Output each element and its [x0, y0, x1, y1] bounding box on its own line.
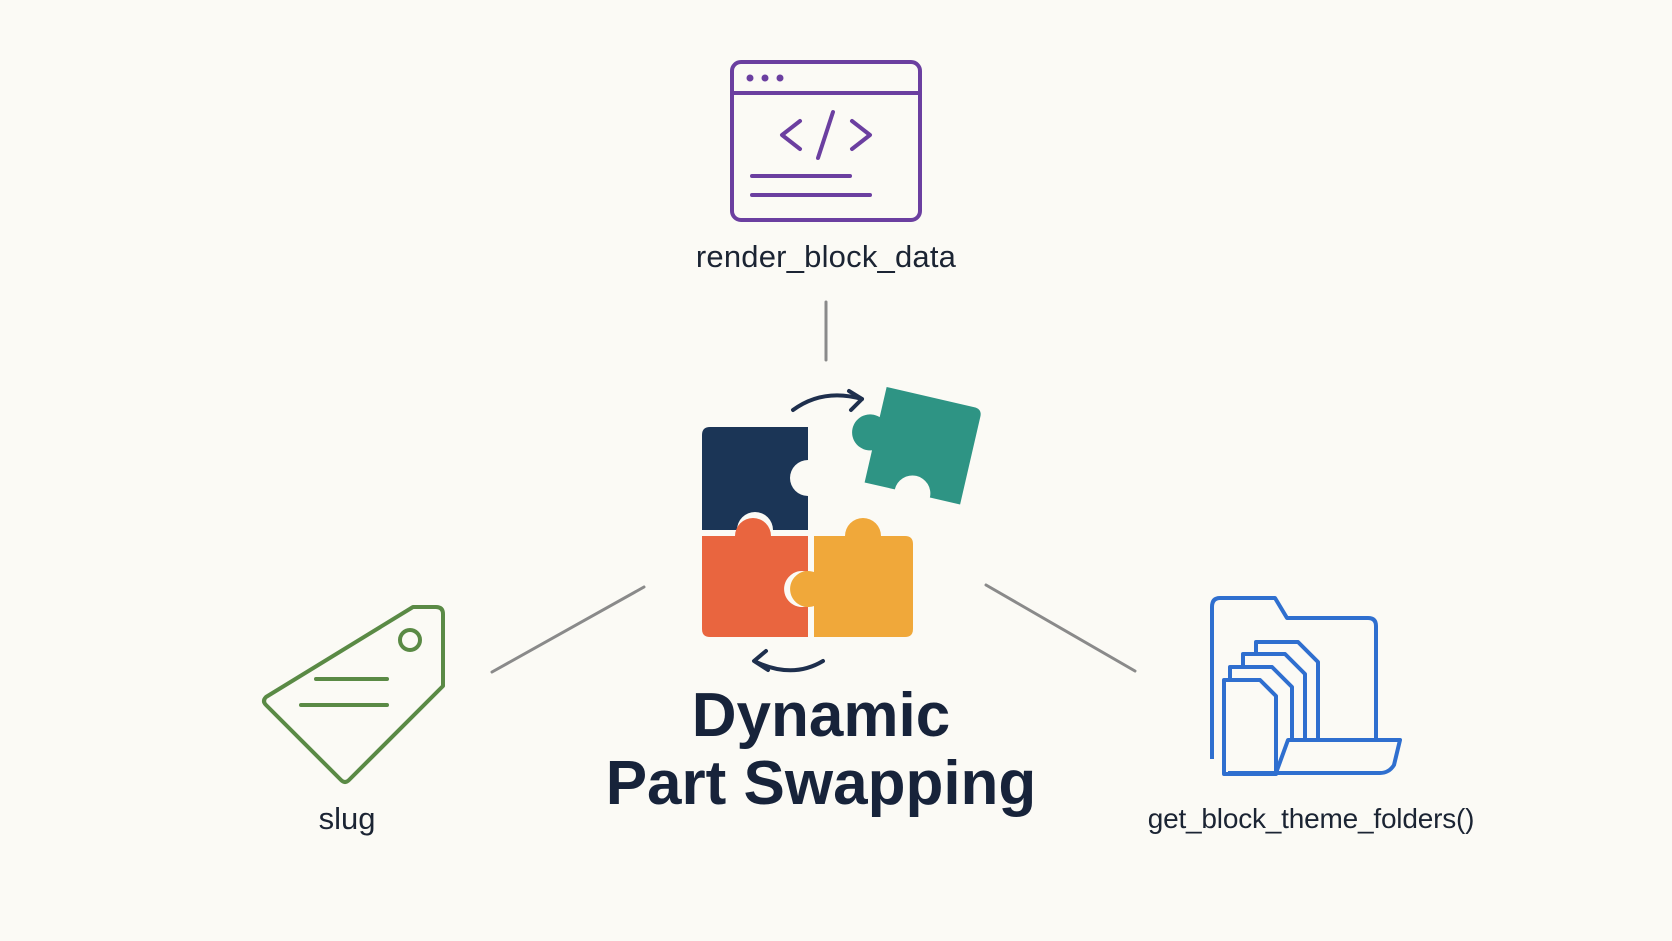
tag-icon	[262, 605, 445, 784]
connector-right	[984, 583, 1137, 673]
diagram-title-line-2: Part Swapping	[605, 749, 1037, 818]
puzzle-piece-yellow	[790, 518, 913, 637]
puzzle-piece-orange	[702, 518, 808, 637]
diagram-title: Dynamic Part Swapping	[606, 682, 1037, 818]
node-label-get-block-theme-folders: get_block_theme_folders()	[1147, 803, 1475, 834]
swap-arrows-icon	[752, 389, 864, 673]
puzzle-pieces-icon	[702, 386, 981, 673]
diagram-title-line-1: Dynamic	[691, 681, 951, 750]
folders-icon	[1210, 596, 1402, 776]
connector-left	[490, 585, 646, 674]
puzzle-piece-teal	[852, 386, 981, 505]
node-label-slug: slug	[318, 801, 376, 836]
node-label-render-block-data: render_block_data	[695, 239, 957, 274]
puzzle-piece-navy	[702, 427, 808, 530]
code-window-icon	[730, 60, 922, 222]
connectors	[490, 300, 1137, 674]
